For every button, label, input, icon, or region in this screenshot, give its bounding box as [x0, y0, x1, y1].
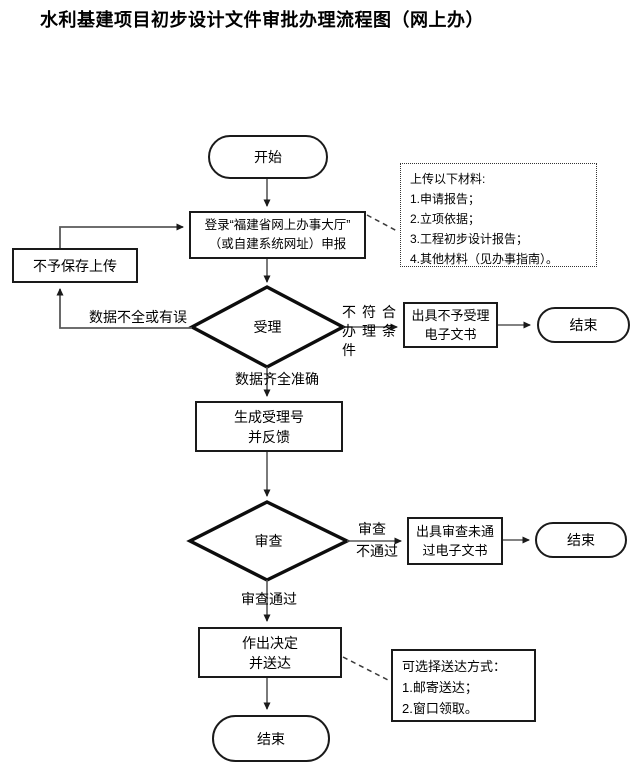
delivery-note-line: 2.窗口领取。 [402, 701, 478, 716]
upload-note-line: 3.工程初步设计报告； [410, 232, 529, 246]
decision-deliver-node: 作出决定 并送达 [198, 627, 342, 678]
review-fail-notice-line1: 出具审查未通 [415, 524, 494, 539]
end-node-3: 结束 [212, 715, 330, 762]
edge-label-data-complete: 数据齐全准确 [235, 371, 319, 387]
delivery-note-line: 可选择送达方式： [402, 659, 507, 674]
edge-label-not-eligible-line3: 件 [342, 342, 362, 358]
edge-decision-to-delivery-note [342, 656, 389, 681]
reject-notice-node: 出具不予受理 电子文书 [403, 302, 498, 348]
edge-label-not-eligible: 不符合 办理条 件 [342, 303, 402, 360]
end-node-1: 结束 [537, 307, 630, 343]
end-1-label: 结束 [569, 317, 598, 333]
upload-materials-note: 上传以下材料: 1.申请报告； 2.立项依据； 3.工程初步设计报告； 4.其他… [400, 163, 597, 267]
review-fail-notice-line2: 过电子文书 [422, 543, 488, 558]
decision-deliver-line1: 作出决定 [242, 634, 298, 651]
upload-note-line: 2.立项依据； [410, 212, 481, 226]
edge-label-review-pass: 审查通过 [241, 591, 297, 607]
start-label: 开始 [254, 149, 282, 165]
end-2-label: 结束 [567, 532, 595, 548]
no-save-upload-node: 不予保存上传 [12, 248, 138, 283]
edge-label-review-fail-line1: 审查 [358, 521, 386, 537]
generate-number-line2: 并反馈 [248, 428, 290, 445]
edge-label-not-eligible-line2: 办理条 [342, 323, 402, 339]
upload-note-line: 4.其他材料（见办事指南）。 [410, 252, 559, 266]
upload-note-line: 1.申请报告； [410, 192, 481, 206]
edge-accept-to-nosave [56, 288, 192, 329]
generate-number-line1: 生成受理号 [234, 408, 304, 425]
login-declare-node: 登录“福建省网上办事大厅” （或自建系统网址）申报 [189, 211, 366, 259]
edge-label-not-eligible-line1: 不符合 [342, 304, 402, 320]
delivery-note-line: 1.邮寄送达； [402, 680, 478, 695]
login-declare-line2: （或自建系统网址）申报 [208, 237, 347, 251]
delivery-options-note: 可选择送达方式： 1.邮寄送达； 2.窗口领取。 [391, 649, 536, 722]
login-declare-line1: 登录“福建省网上办事大厅” [204, 218, 351, 232]
decision-deliver-line2: 并送达 [249, 654, 291, 671]
upload-note-line: 上传以下材料: [410, 172, 486, 186]
review-fail-notice-node: 出具审查未通 过电子文书 [407, 517, 503, 565]
no-save-upload-label: 不予保存上传 [33, 257, 117, 274]
reject-notice-line2: 电子文书 [424, 327, 477, 342]
edge-label-review-fail-line2: 不通过 [356, 543, 398, 559]
diagram-title: 水利基建项目初步设计文件审批办理流程图（网上办） [40, 10, 484, 30]
start-node: 开始 [208, 135, 328, 179]
generate-number-node: 生成受理号 并反馈 [195, 401, 343, 452]
end-node-2: 结束 [535, 522, 627, 558]
edge-nosave-to-login [59, 223, 184, 248]
reject-notice-line1: 出具不予受理 [411, 308, 490, 323]
accept-diamond-label: 受理 [253, 319, 282, 335]
edge-label-data-incomplete: 数据不全或有误 [89, 309, 187, 325]
end-3-label: 结束 [257, 730, 285, 747]
edge-login-to-upload-note [366, 214, 398, 232]
review-diamond-label: 审查 [254, 533, 283, 549]
